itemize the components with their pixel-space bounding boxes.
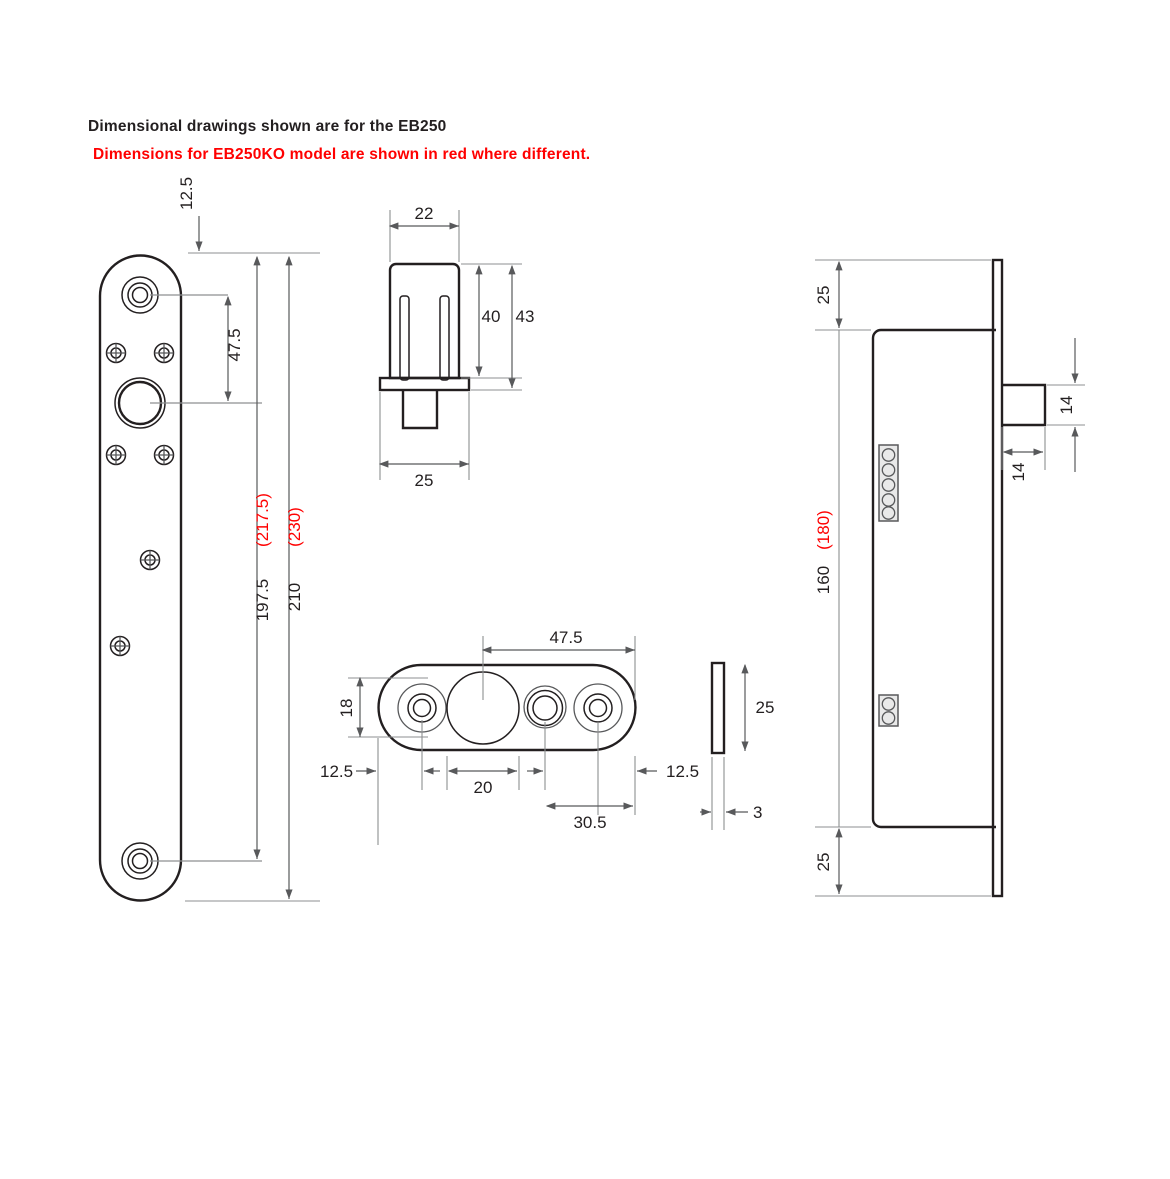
plan-hole-3: [523, 685, 567, 729]
dim-label-bolt-projection: 14: [1009, 463, 1028, 482]
bolt-slot-right: [439, 295, 450, 381]
view-side-section: 25 160 (180) 25 14 14: [814, 258, 1085, 898]
view-bolt-end: 22 40 43 25: [378, 204, 535, 490]
dim-label-overall-length: 210: [285, 583, 304, 611]
bolt-flange: [378, 376, 471, 392]
dim-label-overall-length-ko: (230): [285, 507, 304, 547]
terminal-block-5way: [878, 444, 899, 522]
header-line-1: Dimensional drawings shown are for the E…: [88, 118, 447, 135]
dim-label-side-body-length-ko: (180): [814, 510, 833, 550]
view-faceplate-plan: 47.5 18 12.5 12.5 20: [320, 628, 699, 845]
dim-label-slot-height: 40: [482, 307, 501, 326]
dim-label-bar-height: 25: [756, 698, 775, 717]
faceplate-screw-holes: [105, 342, 175, 657]
dim-label-bolt-width: 22: [415, 204, 434, 223]
side-faceplate: [991, 258, 1004, 898]
dim-label-hole-centres-ko: (217.5): [253, 493, 272, 547]
dim-label-side-body-length: 160: [814, 566, 833, 594]
dim-label-keyhole-to-cylinder: 47.5: [225, 328, 244, 361]
dim-label-flange-width: 25: [415, 471, 434, 490]
dim-label-bar-thickness: 3: [753, 803, 762, 822]
dim-label-side-top-margin: 25: [814, 286, 833, 305]
plan-outline: [377, 663, 637, 752]
dim-label-top-offset: 12.5: [177, 177, 196, 210]
view-faceplate-front: 12.5 47.5 197.5 (217.5) 210 (230): [98, 177, 320, 902]
dim-label-side-bottom-margin: 25: [814, 853, 833, 872]
lock-case-outline: [871, 328, 996, 829]
dim-label-plan-height: 18: [337, 699, 356, 718]
bolt-stem: [401, 390, 439, 430]
dim-label-plan-right-centres: 30.5: [573, 813, 606, 832]
dim-label-bolt-height: 14: [1057, 396, 1076, 415]
terminal-block-2way: [878, 694, 899, 727]
view-strike-bar: 25 3: [700, 661, 775, 830]
header-line-2: Dimensions for EB250KO model are shown i…: [93, 146, 591, 163]
bolt-slot-left: [399, 295, 410, 381]
strike-bar-outline: [710, 661, 726, 755]
bolt-body-outline: [388, 262, 461, 380]
dim-label-hole-centres: 197.5: [253, 579, 272, 622]
dim-label-plan-right-edge: 12.5: [666, 762, 699, 781]
side-bolt: [1002, 383, 1047, 427]
faceplate-outline: [98, 254, 183, 902]
dim-label-plan-cylinder-offset: 20: [474, 778, 493, 797]
dim-label-body-height: 43: [516, 307, 535, 326]
dim-label-plan-overall-centres: 47.5: [549, 628, 582, 647]
dim-label-plan-left-edge: 12.5: [320, 762, 353, 781]
